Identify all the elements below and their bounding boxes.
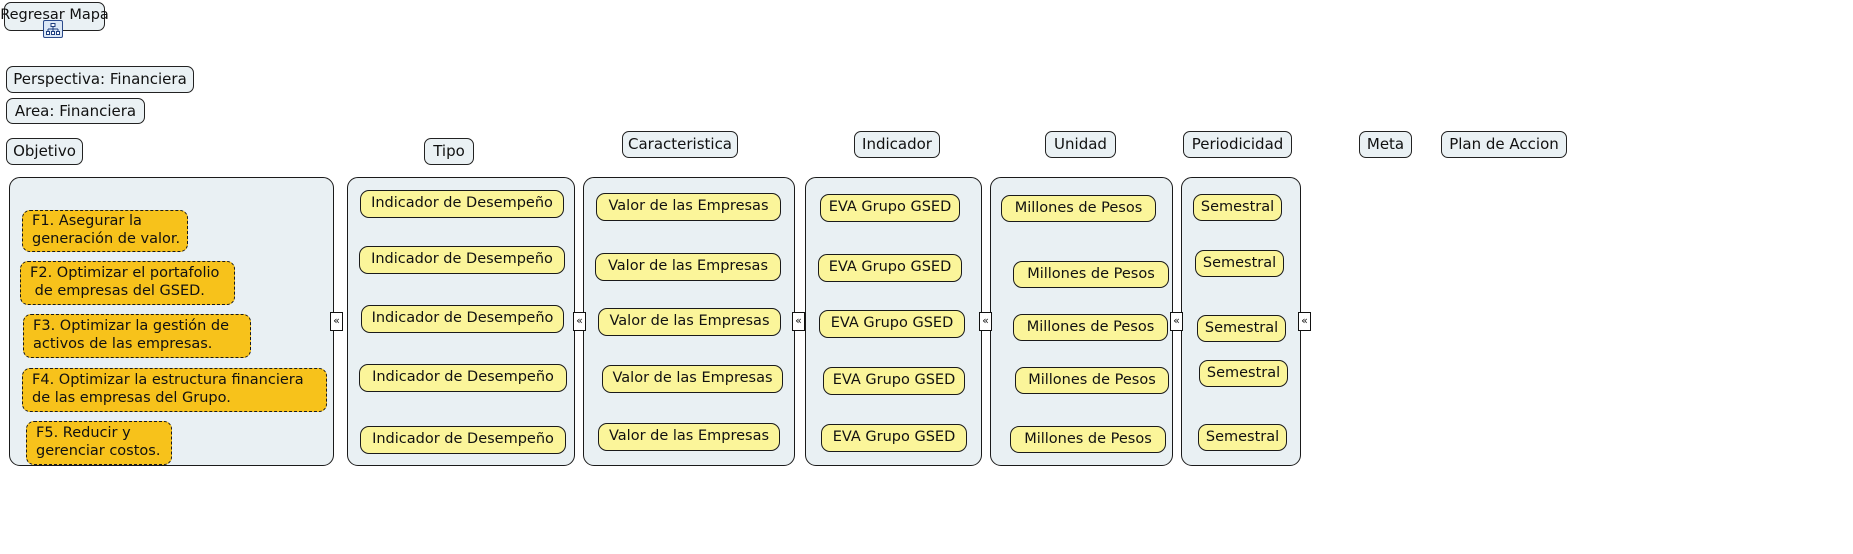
column-header-indicador[interactable]: Indicador: [854, 131, 940, 158]
column-header-periodicidad[interactable]: Periodicidad: [1183, 131, 1292, 158]
cell-objetivo-3[interactable]: F3. Optimizar la gestión de activos de l…: [23, 314, 251, 358]
cell-caracteristica-5[interactable]: Valor de las Empresas: [598, 423, 780, 451]
cell-objetivo-1[interactable]: F1. Asegurar la generación de valor.: [22, 210, 188, 252]
collapse-handle-objetivo[interactable]: «: [330, 312, 343, 331]
cell-tipo-4[interactable]: Indicador de Desempeño: [359, 364, 567, 392]
collapse-handle-unidad[interactable]: «: [1170, 312, 1183, 331]
cell-periodicidad-4[interactable]: Semestral: [1199, 360, 1288, 387]
cell-periodicidad-2[interactable]: Semestral: [1195, 250, 1284, 277]
cell-unidad-4[interactable]: Millones de Pesos: [1015, 367, 1169, 394]
cell-indicador-2[interactable]: EVA Grupo GSED: [818, 254, 962, 282]
cell-caracteristica-2[interactable]: Valor de las Empresas: [595, 253, 781, 281]
cell-tipo-1[interactable]: Indicador de Desempeño: [360, 190, 564, 218]
column-header-unidad[interactable]: Unidad: [1045, 131, 1116, 158]
cell-indicador-1[interactable]: EVA Grupo GSED: [820, 194, 960, 222]
column-panel-indicador: EVA Grupo GSED EVA Grupo GSED EVA Grupo GS…: [805, 177, 982, 466]
cell-caracteristica-1[interactable]: Valor de las Empresas: [596, 193, 781, 221]
cell-tipo-3[interactable]: Indicador de Desempeño: [361, 305, 564, 333]
column-panel-objetivo: F1. Asegurar la generación de valor. F2. …: [9, 177, 334, 466]
collapse-handle-periodicidad[interactable]: «: [1298, 312, 1311, 331]
cell-objetivo-4[interactable]: F4. Optimizar la estructura financiera d…: [22, 368, 327, 412]
cell-indicador-4[interactable]: EVA Grupo GSED: [823, 367, 965, 395]
column-header-plan[interactable]: Plan de Accion: [1441, 131, 1567, 158]
cell-periodicidad-3[interactable]: Semestral: [1197, 315, 1286, 342]
collapse-handle-indicador[interactable]: «: [979, 312, 992, 331]
cell-caracteristica-3[interactable]: Valor de las Empresas: [598, 308, 781, 336]
cell-indicador-3[interactable]: EVA Grupo GSED: [819, 310, 965, 338]
cell-objetivo-5[interactable]: F5. Reducir y gerenciar costos.: [26, 421, 172, 465]
cell-tipo-5[interactable]: Indicador de Desempeño: [360, 426, 566, 454]
collapse-handle-caracteristica[interactable]: «: [792, 312, 805, 331]
cell-caracteristica-4[interactable]: Valor de las Empresas: [602, 365, 783, 393]
org-chart-icon[interactable]: [43, 20, 63, 38]
column-header-objetivo[interactable]: Objetivo: [6, 138, 83, 165]
area-chip: Area: Financiera: [6, 98, 145, 124]
cell-unidad-1[interactable]: Millones de Pesos: [1001, 195, 1156, 222]
cell-indicador-5[interactable]: EVA Grupo GSED: [821, 424, 967, 452]
cell-objetivo-2[interactable]: F2. Optimizar el portafolio de empresas …: [20, 261, 235, 305]
column-header-tipo[interactable]: Tipo: [424, 138, 474, 165]
cell-periodicidad-1[interactable]: Semestral: [1193, 194, 1282, 221]
column-header-meta[interactable]: Meta: [1359, 131, 1412, 158]
cell-unidad-2[interactable]: Millones de Pesos: [1013, 261, 1169, 288]
cell-periodicidad-5[interactable]: Semestral: [1198, 424, 1287, 451]
cell-unidad-3[interactable]: Millones de Pesos: [1013, 314, 1168, 341]
column-header-caracteristica[interactable]: Caracteristica: [622, 131, 738, 158]
perspectiva-chip: Perspectiva: Financiera: [6, 66, 194, 93]
collapse-handle-tipo[interactable]: «: [573, 312, 586, 331]
cell-tipo-2[interactable]: Indicador de Desempeño: [359, 246, 565, 274]
cell-unidad-5[interactable]: Millones de Pesos: [1010, 426, 1166, 453]
